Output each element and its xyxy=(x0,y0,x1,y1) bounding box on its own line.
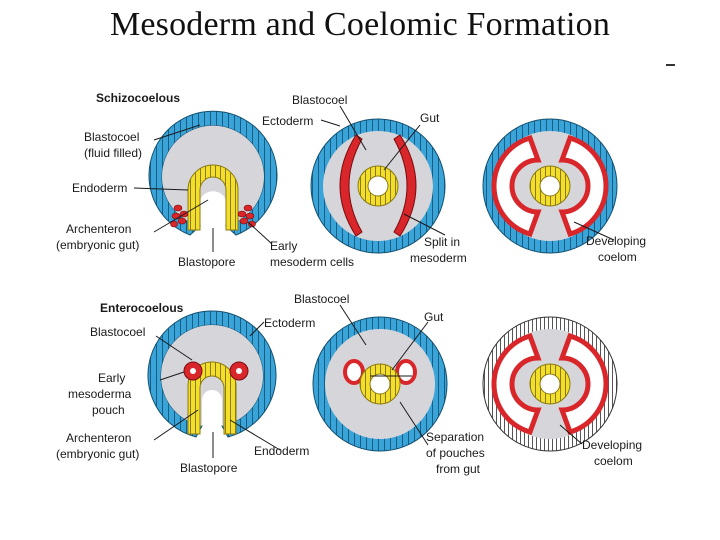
schizo-blastocoel-fluid-label: (fluid filled) xyxy=(84,146,142,160)
entero-developing-label: Developing xyxy=(582,438,642,452)
entero-left-pouch-separated xyxy=(343,359,365,385)
entero-right-coelom xyxy=(558,332,609,436)
schizo-coelom-embryo xyxy=(482,118,618,254)
entero-early-label: Early xyxy=(98,371,125,385)
corner-dash xyxy=(666,64,675,66)
schizo-mesoderm-cells-label: mesoderm cells xyxy=(270,255,354,269)
entero-left-coelom xyxy=(491,332,542,436)
schizo-labels: Schizocoelous Blastocoel (fluid filled) … xyxy=(56,91,646,269)
entero-header: Enterocoelous xyxy=(100,301,184,315)
entero-coelom-embryo xyxy=(482,316,618,452)
schizo-mesoderm-label: mesoderm xyxy=(410,251,467,265)
schizo-blastocoel-label: Blastocoel xyxy=(84,130,139,144)
entero-separation-label: Separation xyxy=(426,430,484,444)
schizo-archenteron-label: Archenteron xyxy=(66,222,131,236)
entero-separation-embryo xyxy=(312,316,448,452)
entero-mesoderma-label: mesoderma xyxy=(68,387,132,401)
schizo-blastocoel-2-label: Blastocoel xyxy=(292,93,347,107)
schizo-coelom-label: coelom xyxy=(598,250,637,264)
schizo-split-in-label: Split in xyxy=(424,235,460,249)
schizo-embryonic-gut-label: (embryonic gut) xyxy=(56,238,139,252)
entero-right-pouch-separated xyxy=(395,359,417,385)
entero-blastocoel-2-label: Blastocoel xyxy=(294,292,349,306)
entero-coelom-label: coelom xyxy=(594,454,633,468)
entero-archenteron-label: Archenteron xyxy=(66,431,131,445)
entero-endoderm-label: Endoderm xyxy=(254,444,309,458)
schizo-gut-label: Gut xyxy=(420,111,440,125)
schizo-gastrula-endoderm xyxy=(187,164,239,231)
entero-ectoderm-label: Ectoderm xyxy=(264,316,315,330)
schizo-header: Schizocoelous xyxy=(96,91,180,105)
entero-of-pouches-label: of pouches xyxy=(426,446,485,460)
entero-from-gut-label: from gut xyxy=(436,462,481,476)
schizo-right-coelom xyxy=(558,134,609,238)
schizo-leader-lines xyxy=(133,105,615,252)
schizo-blastopore-label: Blastopore xyxy=(178,255,236,269)
schizo-gastrula xyxy=(148,110,278,236)
schizo-early-label: Early xyxy=(270,239,297,253)
entero-pouch-label: pouch xyxy=(92,403,125,417)
entero-embryonic-gut-label: (embryonic gut) xyxy=(56,447,139,461)
schizo-endoderm-label: Endoderm xyxy=(72,181,127,195)
entero-leader-lines xyxy=(153,304,583,458)
slide-title: Mesoderm and Coelomic Formation xyxy=(109,6,611,43)
schizo-left-mesoderm-band xyxy=(339,134,363,237)
schizo-ectoderm-label: Ectoderm xyxy=(262,114,313,128)
entero-labels: Enterocoelous Blastocoel Early mesoderma… xyxy=(56,292,642,476)
entero-blastocoel-label: Blastocoel xyxy=(90,325,145,339)
schizo-split-embryo xyxy=(310,118,446,254)
schizo-right-mesoderm-band xyxy=(393,134,417,237)
entero-gut-label: Gut xyxy=(424,310,444,324)
schizo-developing-label: Developing xyxy=(586,234,646,248)
entero-blastopore-label: Blastopore xyxy=(180,461,238,475)
entero-gastrula xyxy=(147,310,277,438)
schizo-left-coelom xyxy=(491,134,542,238)
